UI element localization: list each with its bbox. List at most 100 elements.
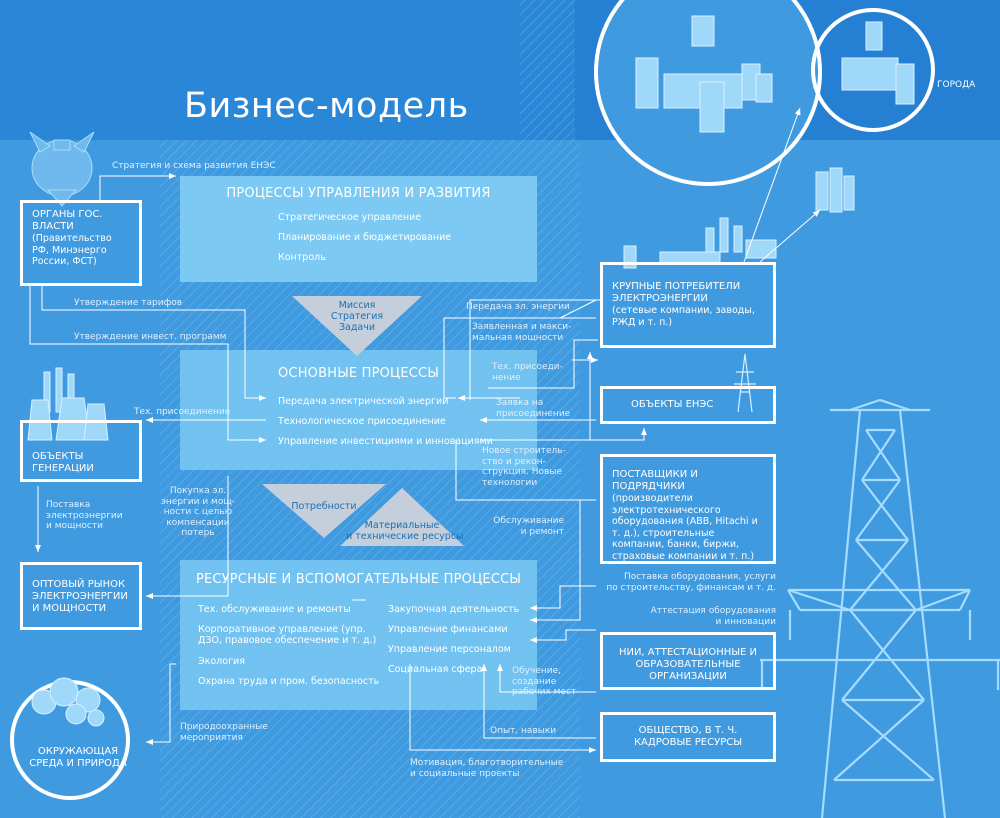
core-panel-title: Основные процессы <box>277 366 439 381</box>
flow-new-construction <box>455 440 596 501</box>
support-left-item: Экология <box>198 656 245 667</box>
flow-purchase-line1: Покупка эл. <box>169 486 227 496</box>
flow-supply-label: Поставка электроэнергии и мощности <box>46 500 123 532</box>
flow-tech-gen-label: Тех. присоединение <box>134 407 231 417</box>
ens-objects-title: Объекты ЕНЭС <box>631 399 714 410</box>
flow-request-label: Заявка на присоединение <box>496 398 570 419</box>
city-buildings-small-icon <box>841 21 915 105</box>
flow-motivation-label: Мотивация, благотворительные и социальны… <box>410 758 563 779</box>
flow-attestation <box>530 629 596 643</box>
hatched-area-top <box>520 0 575 140</box>
flow-service-line1: Обслуживание <box>493 516 564 526</box>
flow-experience <box>481 664 596 739</box>
support-panel: Ресурсные и вспомогательные процессы Тех… <box>180 560 537 710</box>
ens-objects-box: Объекты ЕНЭС <box>600 386 776 424</box>
core-panel: Основные процессы Передача электрической… <box>180 350 537 470</box>
management-item: Контроль <box>278 252 326 263</box>
transmission-tower-icon <box>760 398 1000 818</box>
management-item: Планирование и бюджетирование <box>278 232 452 243</box>
flow-power-transfer-line <box>443 317 596 399</box>
research-box: НИИ, аттестационные и образовательные ор… <box>600 632 776 690</box>
research-title: НИИ, аттестационные и образовательные ор… <box>618 647 758 682</box>
flow-power-transfer-up <box>469 299 600 400</box>
support-left-item: Охрана труда и пром. безопасность <box>198 676 380 687</box>
gov-box: Органы гос. власти (Правительство РФ, Ми… <box>20 200 142 286</box>
flow-strategy-line <box>99 173 176 200</box>
flow-attestation-line2: и инновации <box>715 616 776 627</box>
flow-request-line1: Заявка на <box>496 398 544 408</box>
consumers-title: Крупные потребители электроэнергии <box>612 281 741 304</box>
flow-purchase-line5: потерь <box>181 528 215 538</box>
resources-text: Материальные и технические ресурсы <box>346 520 464 542</box>
flow-power-transfer-label: Передача эл. энергии <box>466 302 570 312</box>
flow-tech-cons-label: Тех. присоеди- нение <box>492 362 563 383</box>
suppliers-title: Поставщики и подрядчики <box>612 469 698 492</box>
flow-tech-connection-cons <box>488 339 598 389</box>
flow-invest-label: Утверждение инвест. программ <box>74 332 227 342</box>
flow-tech-cons-line2: нение <box>492 372 521 383</box>
tanks-icon <box>815 167 855 213</box>
support-right-item: Социальная сфера <box>388 664 483 675</box>
flow-equipment-supply <box>530 585 596 611</box>
flow-declared-power <box>559 299 597 319</box>
core-item-investment: Управление инвестициями и инновациями <box>278 436 493 447</box>
flow-service-repair <box>530 500 581 623</box>
flow-training-label: Обучение, создание рабочих мест <box>512 666 576 698</box>
flow-declared-line1: Заявленная и макси- <box>472 322 572 332</box>
mission-line: Миссия <box>338 300 376 311</box>
coat-of-arms-icon <box>29 131 95 207</box>
flow-construction-line3: струкция. Новые <box>482 467 562 477</box>
flow-supply-line1: Поставка <box>46 500 91 510</box>
mission-line: Стратегия <box>330 311 384 322</box>
gov-title: Органы гос. власти <box>32 209 103 232</box>
flow-attestation-line1: Аттестация оборудования <box>650 606 776 616</box>
city-circle-small <box>811 8 935 132</box>
support-right-item: Управление персоналом <box>388 644 511 655</box>
small-tower-icon <box>734 353 756 413</box>
flow-construction-line2: ство и рекон- <box>482 456 546 467</box>
flow-new-construction-label: Новое строитель- ство и рекон- струкция.… <box>482 446 566 488</box>
flow-motivation-line2: и социальные проекты <box>410 768 520 779</box>
needs-text: Потребности <box>291 501 357 512</box>
flow-supply-line3: и мощности <box>46 521 103 531</box>
flow-training-line2: создание <box>512 676 557 687</box>
flow-purchase-line <box>146 476 229 599</box>
management-panel-title: Процессы управления и развития <box>226 186 491 201</box>
flow-equipment-line2: по строительству, финансам и т. д. <box>606 582 776 593</box>
flow-training <box>497 664 596 693</box>
needs-triangle <box>262 484 386 538</box>
resources-triangle <box>340 488 464 546</box>
title-band <box>0 0 575 140</box>
flow-equipment-label: Поставка оборудования, услуги по строите… <box>600 572 776 593</box>
flow-equipment-line1: Поставка оборудования, услуги <box>623 572 776 582</box>
flow-to-tanks <box>759 209 821 263</box>
society-title: Общество, в т. ч. кадровые ресурсы <box>633 725 743 748</box>
environment-title: Окружающая среда и природа <box>29 746 127 769</box>
flow-service-label: Обслуживание и ремонт <box>480 516 564 537</box>
page-title: Бизнес-модель <box>184 86 469 126</box>
flow-training-line3: рабочих мест <box>512 687 577 697</box>
resources-line: Материальные <box>364 520 440 531</box>
trees-icon <box>31 677 105 727</box>
mission-line: Задачи <box>338 322 376 333</box>
wholesale-box: Оптовый рынок электроэнергии и мощности <box>20 562 142 630</box>
flow-motivation-line1: Мотивация, благотворительные <box>410 758 564 768</box>
flow-construction-line1: Новое строитель- <box>482 446 566 456</box>
suppliers-box: Поставщики и подрядчики (производители э… <box>600 454 776 564</box>
core-item-connection: Технологическое присоединение <box>278 416 446 427</box>
flow-experience-label: Опыт, навыки <box>490 726 557 736</box>
society-box: Общество, в т. ч. кадровые ресурсы <box>600 712 776 762</box>
cities-label: Города <box>937 80 976 90</box>
wholesale-title: Оптовый рынок электроэнергии и мощности <box>32 579 128 614</box>
factory-icon <box>623 217 777 269</box>
mission-text: Миссия Стратегия Задачи <box>317 300 397 333</box>
flow-nature-line <box>146 664 171 745</box>
flow-declared-line2: мальная мощности <box>472 332 564 343</box>
flow-purchase-label: Покупка эл. энергии и мощ- ности с целью… <box>158 486 238 539</box>
generation-box: Объекты генерации <box>20 420 142 482</box>
flow-purchase-line2: энергии и мощ- <box>160 496 236 507</box>
flow-strategy-label: Стратегия и схема развития ЕНЭС <box>112 161 276 171</box>
